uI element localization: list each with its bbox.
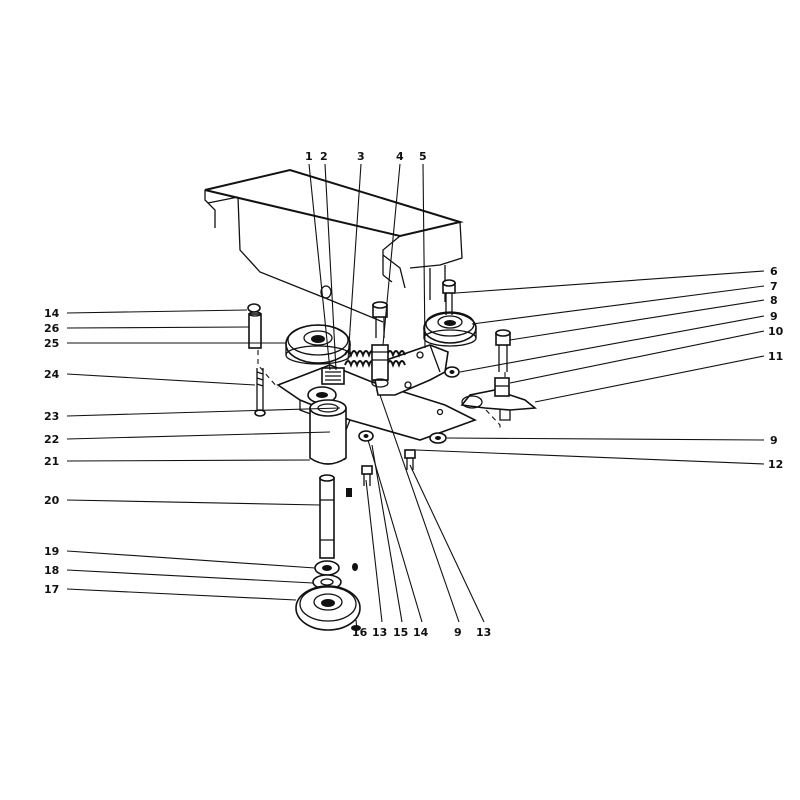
callout-labels: 1 2 3 4 5 6 7 8 9 10 11 9 12 16 13 15 14… xyxy=(44,150,784,639)
callout-14a: 14 xyxy=(413,626,429,639)
callout-1: 1 xyxy=(305,150,313,163)
callout-18: 18 xyxy=(44,564,59,577)
callout-15: 15 xyxy=(393,626,408,639)
lower-bearing xyxy=(312,560,342,590)
lower-pulley xyxy=(295,585,361,631)
callout-26: 26 xyxy=(44,322,60,335)
callout-13b: 13 xyxy=(476,626,491,639)
callout-2: 2 xyxy=(320,150,328,163)
callout-24: 24 xyxy=(44,368,60,381)
callout-19: 19 xyxy=(44,545,59,558)
callout-3: 3 xyxy=(357,150,365,163)
nut-9-upper xyxy=(444,366,460,378)
callout-13a: 13 xyxy=(372,626,387,639)
bolt-upper-center xyxy=(372,301,388,338)
callout-4: 4 xyxy=(396,150,404,163)
spindle-shaft xyxy=(319,474,352,559)
callout-20: 20 xyxy=(44,494,60,507)
upper-left-pulley xyxy=(285,324,351,365)
callout-14b: 14 xyxy=(44,307,60,320)
bolt-6 xyxy=(442,279,456,315)
bolt-24 xyxy=(254,368,266,417)
callout-21: 21 xyxy=(44,455,59,468)
upper-right-pulley xyxy=(423,311,477,347)
callout-9a: 9 xyxy=(770,310,778,323)
callout-23: 23 xyxy=(44,410,59,423)
bolt-8 xyxy=(495,329,511,372)
callout-11: 11 xyxy=(768,350,783,363)
tensioner-bracket xyxy=(460,377,538,421)
callout-5: 5 xyxy=(419,150,427,163)
idler-post xyxy=(371,344,389,388)
callout-10: 10 xyxy=(768,325,784,338)
callout-25: 25 xyxy=(44,337,59,350)
leader-lines xyxy=(66,163,765,631)
callout-6: 6 xyxy=(770,265,778,278)
deck-housing xyxy=(204,168,464,323)
callout-9b: 9 xyxy=(770,434,778,447)
callout-8: 8 xyxy=(770,294,778,307)
assembly-lines xyxy=(257,350,506,430)
nut-9-right xyxy=(429,432,447,444)
callout-16: 16 xyxy=(352,626,368,639)
callout-22: 22 xyxy=(44,433,59,446)
key-16 xyxy=(351,563,361,631)
stud-26 xyxy=(247,303,262,349)
bearing-block xyxy=(307,367,345,404)
callout-12: 12 xyxy=(768,458,783,471)
idler-arm-bracket xyxy=(371,344,449,396)
callout-9c: 9 xyxy=(454,626,462,639)
lower-bolts xyxy=(358,430,416,486)
callout-7: 7 xyxy=(770,280,778,293)
callout-17: 17 xyxy=(44,583,59,596)
